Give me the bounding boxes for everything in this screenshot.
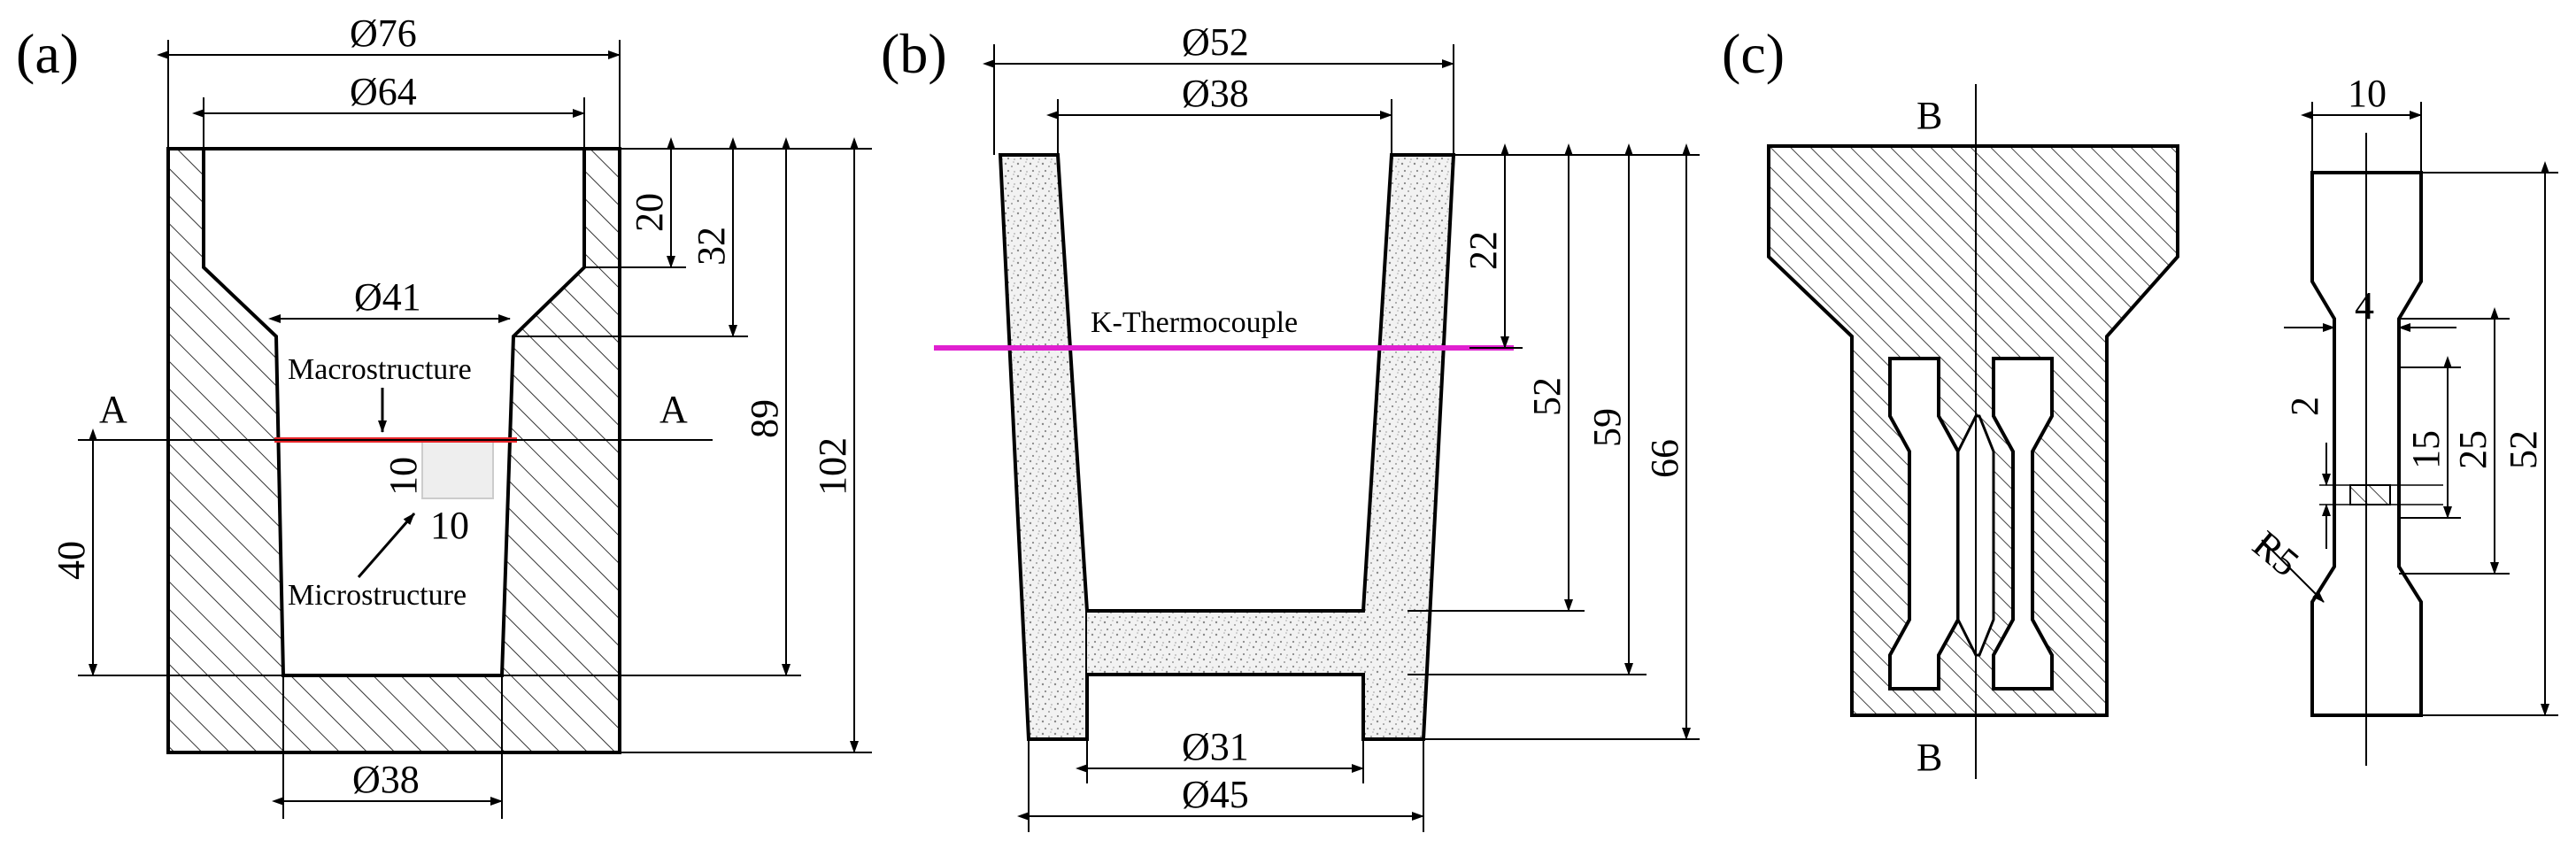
panel-a: (a) A A Macrostructure Microstructure 10… — [16, 12, 872, 819]
panel-a-label: (a) — [16, 22, 79, 85]
dim-102-label: 102 — [811, 437, 854, 496]
panel-b-label: (b) — [881, 22, 947, 85]
dim-38-label: Ø38 — [352, 758, 420, 801]
dim-64-label: Ø64 — [350, 70, 417, 113]
section-a-left: A — [99, 388, 127, 431]
dim-25-label: 25 — [2451, 430, 2495, 469]
cut-section — [2349, 484, 2391, 505]
dim-52-top-label: Ø52 — [1182, 20, 1249, 64]
sand-base — [1087, 611, 1363, 675]
dim-31-label: Ø31 — [1182, 725, 1249, 768]
macrostructure-label: Macrostructure — [288, 353, 472, 386]
dim-4-label: 4 — [2355, 284, 2374, 328]
section-b-top: B — [1917, 94, 1942, 137]
panel-c-label: (c) — [1722, 22, 1785, 85]
panel-b: (b) K-Thermocouple Ø52 Ø38 Ø31 Ø45 2 — [881, 20, 1700, 832]
mold-a-body — [166, 147, 621, 754]
dim-15-label: 15 — [2404, 430, 2448, 469]
dim-22-label: 22 — [1462, 231, 1505, 270]
radius-arrow — [2261, 539, 2325, 603]
dim-45-label: Ø45 — [1182, 773, 1249, 816]
microstructure-label: Microstructure — [288, 579, 467, 612]
dim-10-c-label: 10 — [2348, 72, 2387, 115]
sample-height: 10 — [382, 457, 425, 496]
sample-width: 10 — [430, 504, 469, 547]
section-b-bottom: B — [1917, 736, 1942, 779]
micro-arrow — [357, 513, 416, 578]
dim-89-label: 89 — [743, 399, 786, 438]
dim-32-label: 32 — [690, 227, 733, 266]
dim-52-c-label: 52 — [2502, 430, 2545, 469]
thermocouple-label: K-Thermocouple — [1091, 306, 1298, 339]
dim-2-label: 2 — [2283, 397, 2326, 416]
dim-38-top-label: Ø38 — [1182, 72, 1249, 115]
sample-cylinder — [421, 439, 494, 499]
dim-41-label: Ø41 — [354, 275, 421, 319]
section-a-right: A — [659, 388, 688, 431]
dim-40-label: 40 — [50, 541, 93, 580]
dim-59-label: 59 — [1585, 408, 1629, 447]
dim-52-b-label: 52 — [1525, 377, 1569, 416]
panel-c: (c) B B 10 4 2 R5 — [1722, 22, 2558, 779]
dim-76-label: Ø76 — [350, 12, 417, 55]
dim-20-label: 20 — [628, 193, 671, 232]
dim-66-label: 66 — [1643, 439, 1686, 478]
